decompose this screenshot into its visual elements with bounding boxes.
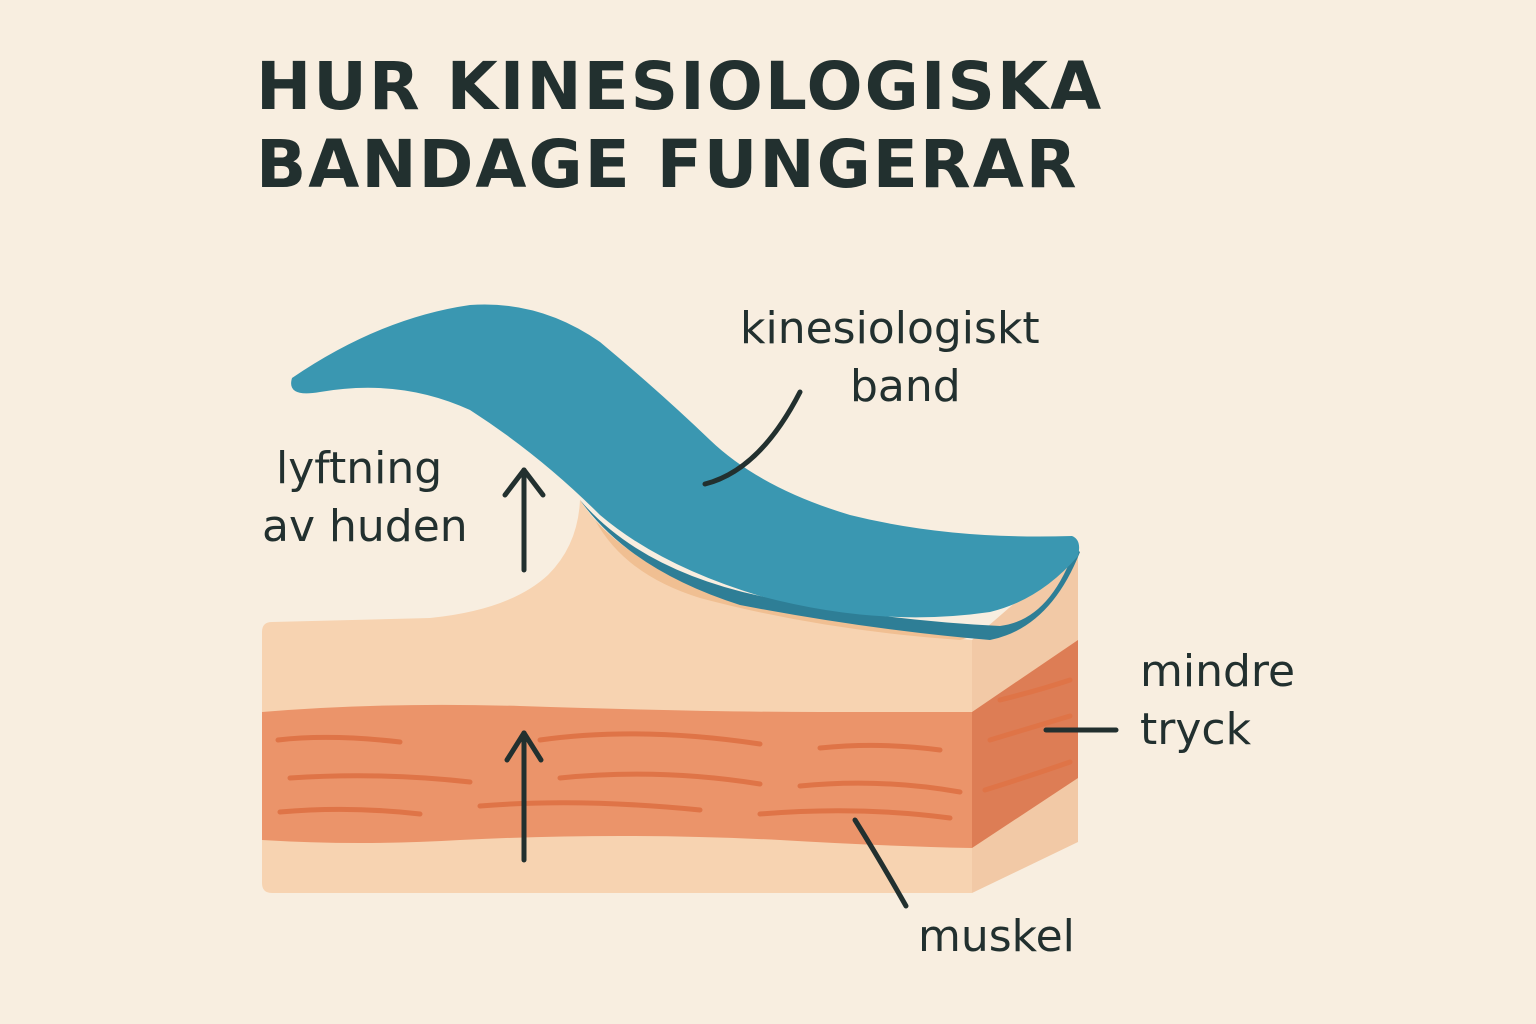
tape-label-line-1: kinesiologiskt (740, 303, 1040, 354)
pressure-label-line-1: mindre (1140, 646, 1296, 697)
title-line-2: BANDAGE FUNGERAR (256, 126, 1079, 203)
muscle-leader-line (852, 817, 909, 909)
lift-label: lyftning av huden (262, 440, 468, 556)
lift-arrow-icon (502, 467, 546, 573)
pressure-label-line-2: tryck (1140, 704, 1252, 755)
tape-label-line-2: band (850, 361, 961, 412)
lift-label-line-1: lyftning (276, 443, 443, 494)
tape-label: kinesiologiskt band (740, 300, 1040, 416)
kinesiology-tape (291, 304, 1080, 618)
title-line-1: HUR KINESIOLOGISKA (256, 48, 1104, 125)
lift-label-line-2: av huden (262, 501, 468, 552)
tape-shadow (580, 500, 1080, 640)
muscle-up-arrow-icon (504, 730, 544, 863)
pressure-label: mindre tryck (1140, 643, 1295, 759)
muscle-block-side (972, 640, 1078, 848)
tape-leader-line (702, 389, 803, 487)
muscle-fibers (275, 677, 1073, 821)
muscle-label: muskel (918, 911, 1075, 962)
page-title: HUR KINESIOLOGISKA BANDAGE FUNGERAR (256, 48, 1156, 204)
